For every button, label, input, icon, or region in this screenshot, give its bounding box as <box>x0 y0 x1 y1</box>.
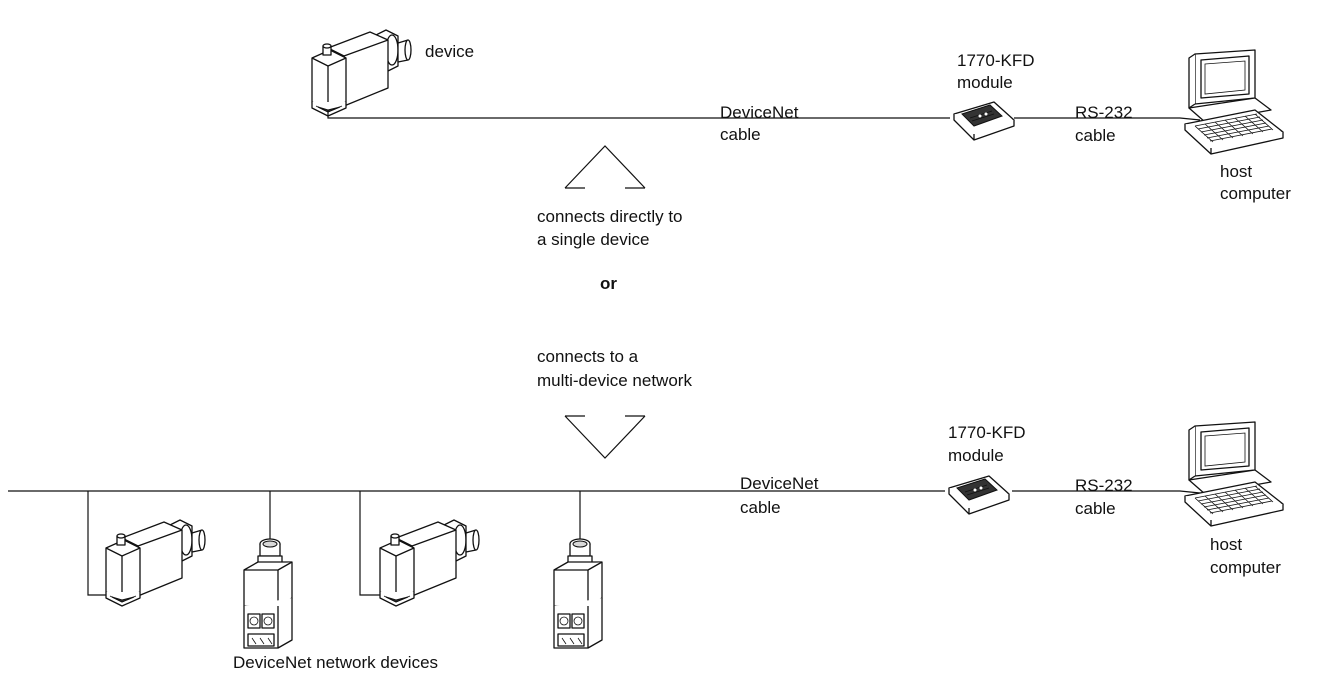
bottom-host-label-1: host <box>1210 535 1242 554</box>
top-devicenet-cable <box>327 110 950 119</box>
bottom-host-label-2: computer <box>1210 558 1281 577</box>
top-kfd-module-icon <box>953 101 1015 141</box>
top-module-label-2: module <box>957 73 1013 92</box>
bottom-cable-label-1: DeviceNet <box>740 474 819 493</box>
network-connector-device-2-icon <box>553 538 603 649</box>
bottom-module-label-1: 1770-KFD <box>948 423 1025 442</box>
top-host-label-1: host <box>1220 162 1252 181</box>
bottom-cable-label-2: cable <box>740 498 781 517</box>
drop-line-3 <box>359 491 382 596</box>
drop-line-1 <box>87 491 108 596</box>
network-connection-label-1: connects to a <box>537 347 639 366</box>
or-label: or <box>600 274 617 293</box>
bottom-rs232-label-1: RS-232 <box>1075 476 1133 495</box>
direct-connection-label-2: a single device <box>537 230 649 249</box>
network-connector-device-1-icon <box>243 538 293 649</box>
bottom-rs232-cable <box>1012 490 1201 494</box>
network-connection-label-2: multi-device network <box>537 371 692 390</box>
down-chevron-arrow-icon <box>564 415 646 459</box>
top-rs232-label-1: RS-232 <box>1075 103 1133 122</box>
network-sensor-device-1-icon <box>105 519 206 607</box>
top-cable-label-1: DeviceNet <box>720 103 799 122</box>
bottom-rs232-label-2: cable <box>1075 499 1116 518</box>
network-sensor-device-2-icon <box>379 519 480 607</box>
bottom-kfd-module-icon <box>948 475 1010 515</box>
top-device-label: device <box>425 42 474 61</box>
top-module-label-1: 1770-KFD <box>957 51 1034 70</box>
bottom-host-computer-icon <box>1184 421 1284 527</box>
bottom-module-label-2: module <box>948 446 1004 465</box>
network-devices-label: DeviceNet network devices <box>233 653 438 672</box>
top-device-icon <box>311 29 412 117</box>
top-host-computer-icon <box>1184 49 1284 155</box>
top-rs232-cable <box>1014 117 1201 121</box>
top-rs232-label-2: cable <box>1075 126 1116 145</box>
top-cable-label-2: cable <box>720 125 761 144</box>
up-chevron-arrow-icon <box>564 145 646 189</box>
top-host-label-2: computer <box>1220 184 1291 203</box>
direct-connection-label-1: connects directly to <box>537 207 683 226</box>
